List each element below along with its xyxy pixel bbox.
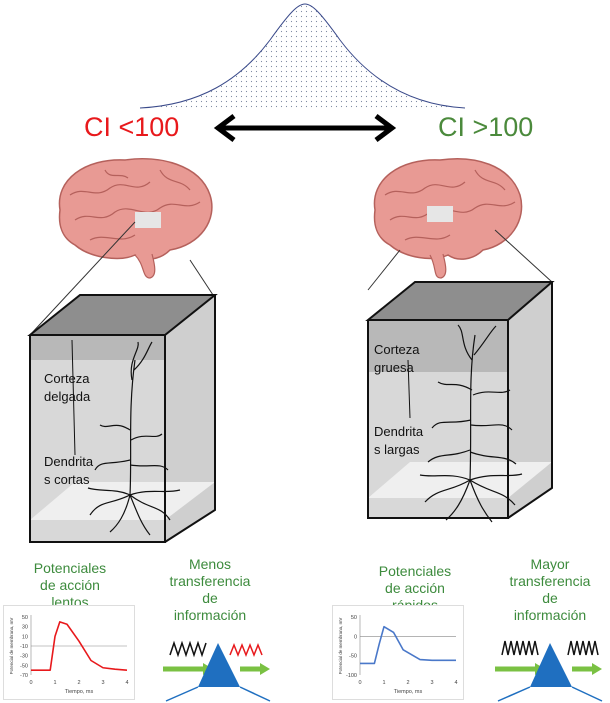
- right-dendrite-label: Dendrita s largas: [374, 424, 424, 457]
- x-tick-label: 0: [358, 680, 361, 686]
- y-tick-label: -70: [20, 673, 28, 679]
- y-tick-label: 10: [22, 634, 28, 640]
- y-tick-label: -50: [20, 663, 28, 669]
- y-axis-label: Potencial de membrana, mV: [9, 618, 14, 675]
- x-axis-label: Tiempo, ms: [394, 689, 423, 695]
- left-brain-icon: [58, 158, 213, 279]
- right-transfer-label: Mayor transferencia de información: [509, 556, 591, 623]
- y-tick-label: -100: [346, 673, 357, 679]
- right-cortex-label: Corteza gruesa: [374, 342, 420, 375]
- left-signal-neuron-icon: [163, 640, 271, 702]
- x-tick-label: 0: [29, 680, 32, 686]
- left-transfer-label: Menos transferencia de información: [169, 556, 251, 623]
- y-tick-label: 0: [354, 634, 357, 640]
- left-potential-label: Potenciales de acción lentos: [33, 560, 107, 610]
- double-arrow-icon: [213, 114, 397, 142]
- right-brain-icon: [373, 158, 523, 279]
- x-tick-label: 3: [430, 680, 433, 686]
- y-tick-label: -30: [20, 654, 28, 660]
- y-axis-label: Potencial de membrana, mV: [338, 618, 343, 675]
- ci-high-label: CI >100: [438, 112, 534, 142]
- x-tick-label: 1: [382, 680, 385, 686]
- y-tick-label: 50: [22, 615, 28, 621]
- bell-curve: [139, 3, 466, 109]
- x-tick-label: 4: [125, 680, 128, 686]
- x-tick-label: 4: [454, 680, 457, 686]
- action-potential-line: [360, 625, 456, 665]
- left-cortex-label: Corteza delgada: [44, 371, 91, 404]
- y-tick-label: 30: [22, 625, 28, 631]
- y-tick-label: -50: [349, 654, 357, 660]
- x-tick-label: 2: [77, 680, 80, 686]
- y-tick-label: -10: [20, 644, 28, 650]
- x-tick-label: 1: [53, 680, 56, 686]
- action-potential-line: [31, 621, 128, 671]
- right-signal-neuron-icon: [495, 640, 603, 702]
- y-tick-label: 50: [351, 615, 357, 621]
- x-tick-label: 3: [101, 680, 104, 686]
- cortex-cubes: [27, 221, 555, 543]
- left-dendrite-label: Dendrita s cortas: [44, 454, 94, 487]
- ci-low-label: CI <100: [84, 112, 180, 142]
- x-axis-label: Tiempo, ms: [65, 689, 94, 695]
- x-tick-label: 2: [406, 680, 409, 686]
